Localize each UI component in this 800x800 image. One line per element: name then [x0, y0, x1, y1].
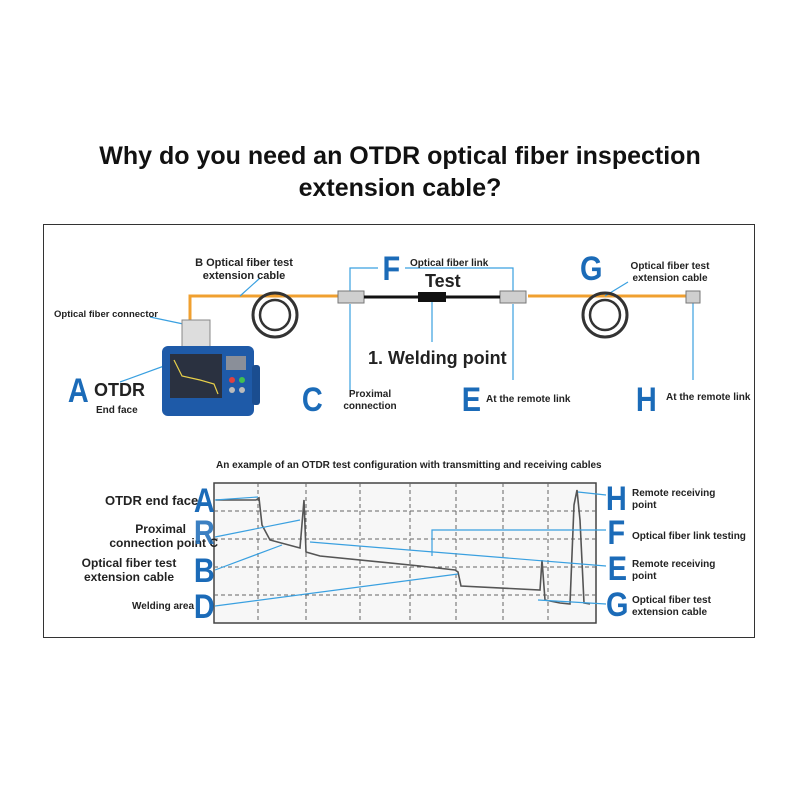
label-fiber-link-testing: Optical fiber link testing [632, 531, 746, 542]
trace-letter-c: R [193, 514, 215, 552]
trace-letter-h: H [605, 480, 627, 518]
label-proximal-connection-point: Proximal connection point C [109, 522, 218, 550]
coil-b [251, 291, 299, 339]
trace-caption: An example of an OTDR test configuration… [216, 460, 602, 471]
letter-g: G [579, 250, 603, 288]
f-bracket [349, 267, 514, 292]
letter-e: E [461, 381, 481, 419]
title-line-2: extension cable? [298, 174, 502, 202]
label-g-extension-cable: Optical fiber test extension cable [630, 261, 710, 284]
trace-callout-h [577, 491, 607, 496]
trace-letter-d: D [193, 588, 215, 626]
label-at-remote-link-h: At the remote link [666, 392, 751, 403]
label-trace-extension-cable: Optical fiber test extension cable [81, 556, 177, 584]
connector-right [499, 290, 527, 304]
label-proximal-connection: Proximal connection [343, 389, 397, 412]
letter-f: F [382, 250, 401, 288]
trace-letter-b: B [193, 552, 215, 590]
trace-callout-f [431, 529, 606, 556]
label-remote-receiving-point-h: Remote receiving point [632, 488, 716, 511]
diagram-frame [43, 224, 755, 638]
callout-b [239, 277, 261, 297]
letter-a: A [67, 372, 89, 410]
letter-h: H [635, 381, 657, 419]
label-at-remote-link-e: At the remote link [486, 394, 571, 405]
trace-grid [213, 482, 597, 624]
label-end-face: End face [96, 405, 138, 416]
title-line-1: Why do you need an OTDR optical fiber in… [99, 142, 701, 170]
trace-callout-b [214, 544, 283, 571]
label-optical-fiber-connector: Optical fiber connector [54, 309, 158, 320]
trace-letter-e: E [607, 550, 627, 588]
label-trace-g-extension-cable: Optical fiber test extension cable [632, 595, 711, 618]
label-otdr-end-face: OTDR end face [105, 493, 199, 508]
trace-callout-c [214, 519, 301, 538]
trace-letter-f: F [607, 514, 626, 552]
end-connector-h [685, 290, 701, 304]
connector-left [337, 290, 365, 304]
trace-callout-a [214, 496, 259, 501]
label-b-extension-cable: B Optical fiber test extension cable [195, 257, 293, 282]
label-optical-fiber-link: Optical fiber link [410, 258, 489, 269]
fiber-path [188, 294, 340, 320]
page-title: Why do you need an OTDR optical fiber in… [0, 140, 800, 204]
otdr-trace [216, 489, 591, 605]
otdr-device [162, 319, 260, 416]
trace-callout-g [537, 599, 607, 605]
label-welding-point: 1. Welding point [368, 348, 507, 368]
label-welding-area: Welding area [132, 601, 195, 612]
trace-letter-g: G [605, 586, 629, 624]
trace-callout-e [309, 541, 607, 567]
coil-g [581, 291, 629, 339]
label-test: Test [425, 271, 461, 291]
letter-c: C [301, 381, 323, 419]
label-remote-receiving-point-e: Remote receiving point [632, 559, 716, 582]
label-otdr: OTDR [94, 380, 145, 400]
welding-sleeve [418, 292, 446, 302]
trace-callout-d [214, 573, 459, 607]
trace-letter-a: A [193, 482, 215, 520]
